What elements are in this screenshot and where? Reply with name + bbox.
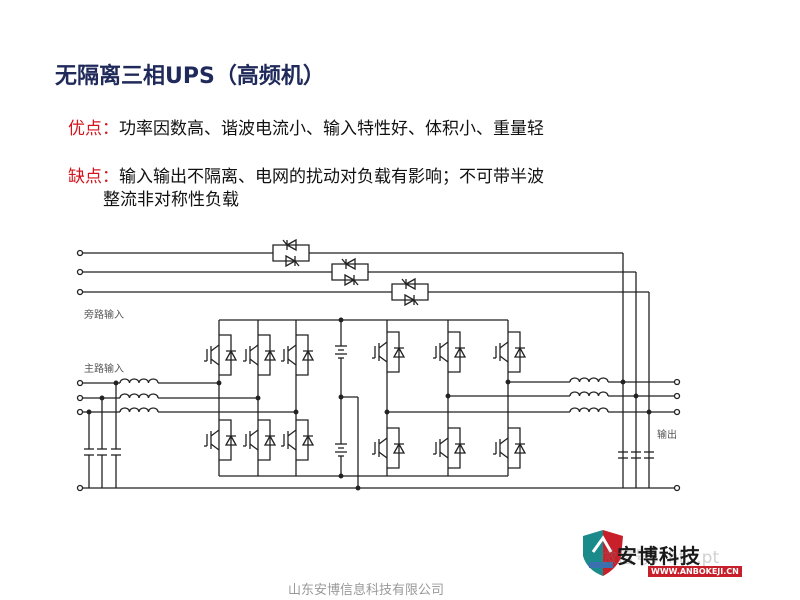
terminal: [673, 392, 681, 400]
igbt-box: [448, 427, 461, 469]
igbt-box: [448, 331, 461, 373]
terminal: [76, 288, 84, 296]
diode-symbol: [392, 346, 406, 358]
junction-dot: [646, 409, 652, 415]
igbt-symbol: [287, 344, 297, 352]
igbt-symbol: [287, 429, 297, 437]
footer-company: 山东安博信息科技有限公司: [288, 583, 445, 598]
cons-text-2: 整流非对称性负载: [103, 190, 239, 210]
inductor-symbol: [569, 407, 609, 413]
main-input-label: 主路输入: [84, 364, 124, 375]
igbt-symbol: [249, 429, 259, 437]
terminal: [76, 249, 84, 257]
diode-symbol: [263, 434, 277, 446]
terminal: [76, 394, 84, 402]
igbt-symbol: [210, 358, 220, 366]
cons-line: 缺点：输入输出不隔离、电网的扰动对负载有影响；不可带半波: [68, 162, 544, 187]
terminal: [76, 408, 84, 416]
thyristor-symbol: [404, 293, 419, 307]
igbt-symbol: [249, 358, 259, 366]
igbt-symbol: [287, 358, 297, 366]
diode-symbol: [224, 349, 238, 361]
igbt-box: [508, 331, 521, 373]
junction-dot: [633, 393, 639, 399]
logo-url: WWW.ANBOKEJI.CN: [648, 566, 742, 577]
terminal: [76, 268, 84, 276]
igbt-symbol: [439, 437, 449, 445]
diode-symbol: [513, 442, 527, 454]
watermark: 微信号：ht...pt: [600, 548, 720, 568]
diode-symbol: [301, 349, 315, 361]
diode-symbol: [263, 349, 277, 361]
diode-symbol: [224, 434, 238, 446]
cons-text-1: 输入输出不隔离、电网的扰动对负载有影响；不可带半波: [119, 167, 544, 187]
igbt-symbol: [378, 437, 388, 445]
terminal: [673, 378, 681, 386]
igbt-symbol: [249, 443, 259, 451]
igbt-symbol: [499, 437, 509, 445]
bypass-input-label: 旁路输入: [84, 310, 124, 321]
junction-dot: [620, 379, 626, 385]
igbt-symbol: [499, 355, 509, 363]
igbt-box: [508, 427, 521, 469]
igbt-box: [296, 334, 309, 376]
pros-line: 优点：功率因数高、谐波电流小、输入特性好、体积小、重量轻: [68, 114, 544, 139]
slide-title: 无隔离三相UPS（高频机）: [55, 64, 325, 89]
igbt-box: [258, 419, 271, 461]
igbt-box: [219, 334, 232, 376]
inductor-symbol: [569, 391, 609, 397]
igbt-symbol: [378, 355, 388, 363]
igbt-box: [258, 334, 271, 376]
igbt-symbol: [439, 341, 449, 349]
logo-name: 安博科技: [617, 544, 701, 568]
inductor-symbol: [119, 393, 159, 399]
igbt-symbol: [210, 429, 220, 437]
terminal: [673, 408, 681, 416]
igbt-symbol: [499, 341, 509, 349]
inductor-symbol: [119, 407, 159, 413]
diode-symbol: [453, 442, 467, 454]
diode-symbol: [301, 434, 315, 446]
thyristor-symbol: [341, 257, 356, 271]
igbt-symbol: [378, 451, 388, 459]
thyristor-symbol: [285, 254, 300, 268]
inductor-symbol: [119, 378, 159, 384]
igbt-box: [387, 331, 400, 373]
igbt-symbol: [499, 451, 509, 459]
pros-label: 优点：: [68, 119, 119, 139]
company-logo: [583, 530, 623, 576]
thyristor-symbol: [401, 277, 416, 291]
igbt-box: [296, 419, 309, 461]
igbt-symbol: [439, 451, 449, 459]
cons-label: 缺点：: [68, 167, 119, 187]
igbt-symbol: [439, 355, 449, 363]
thyristor-symbol: [282, 238, 297, 252]
thyristor-symbol: [344, 273, 359, 287]
igbt-symbol: [210, 344, 220, 352]
output-label: 输出: [657, 430, 677, 441]
terminal: [76, 484, 84, 492]
igbt-symbol: [378, 341, 388, 349]
igbt-symbol: [249, 344, 259, 352]
pros-text: 功率因数高、谐波电流小、输入特性好、体积小、重量轻: [119, 119, 544, 139]
diode-symbol: [513, 346, 527, 358]
igbt-symbol: [287, 443, 297, 451]
igbt-symbol: [210, 443, 220, 451]
terminal: [673, 484, 681, 492]
junction-dot: [355, 485, 361, 491]
diode-symbol: [453, 346, 467, 358]
diode-symbol: [392, 442, 406, 454]
igbt-box: [387, 427, 400, 469]
igbt-box: [219, 419, 232, 461]
inductor-symbol: [569, 377, 609, 383]
terminal: [76, 379, 84, 387]
